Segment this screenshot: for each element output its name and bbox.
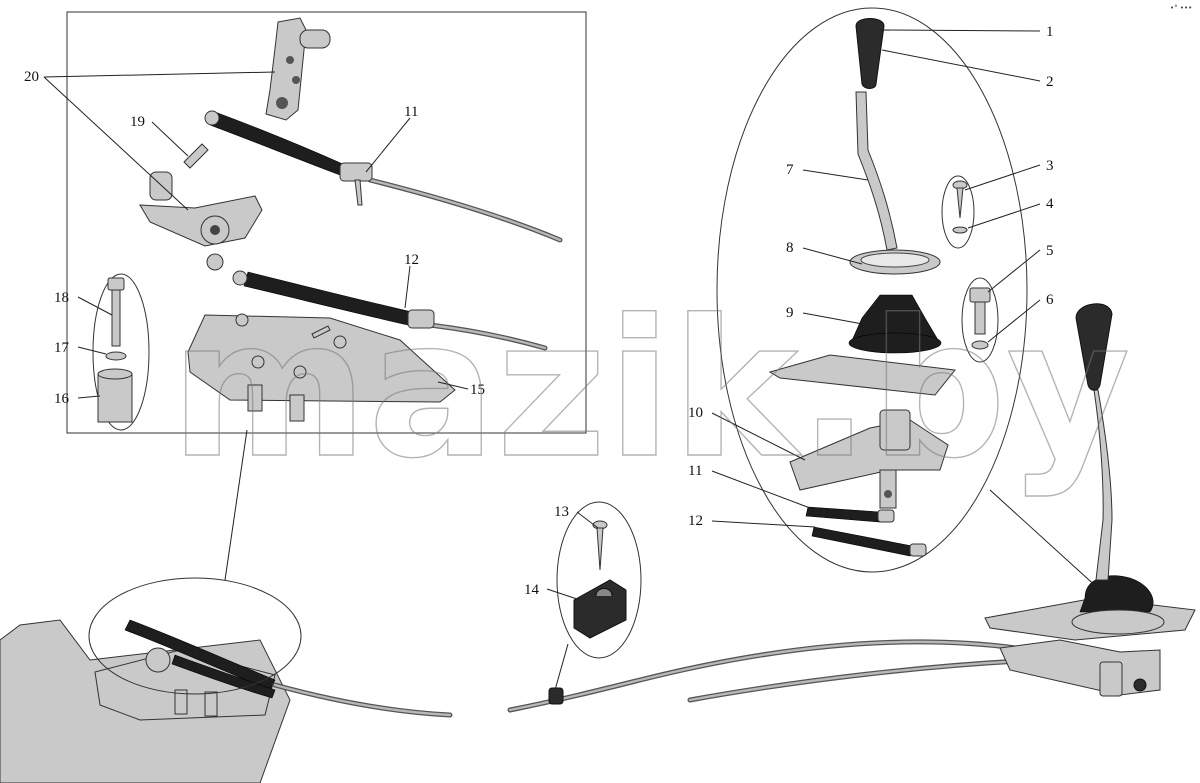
lever-plate-assembly [139,171,263,271]
label-16: 16 [54,391,70,407]
part-8-ring [849,249,941,275]
label-10: 10 [688,405,703,421]
label-12-right: 12 [688,513,703,529]
label-3: 3 [1046,158,1054,174]
part-14-clamp [573,579,627,639]
part-19-pin [183,143,209,169]
corner-mark: •° ••• [1170,4,1192,12]
detail-oval-3-4 [941,175,975,249]
part-11-cable-right [805,506,895,523]
label-1: 1 [1046,24,1054,40]
part-7-shift-lever [855,91,898,251]
part-13-screw [592,520,608,571]
installed-oval-left [88,577,302,695]
label-13: 13 [554,504,569,520]
label-19: 19 [130,114,145,130]
label-12-left: 12 [404,252,419,268]
part-9-rubber-boot [848,294,942,354]
detail-oval-exploded [716,7,1028,573]
part-11-upper-cable [204,110,563,243]
part-16-sleeve [97,368,133,423]
part-1-shift-knob [855,18,885,89]
label-8: 8 [786,240,794,256]
label-18: 18 [54,290,69,306]
part-5-bolt [969,287,991,335]
connector-line-left [224,429,248,581]
detail-oval-13-14 [556,501,642,659]
label-14: 14 [524,582,540,598]
connector-line-right [989,489,1101,591]
part-4-washer [952,226,968,234]
part-number-labels: 1 2 3 4 5 6 7 8 9 10 11 12 13 14 15 16 1… [24,24,1054,598]
label-17: 17 [54,340,70,356]
part-18-bolt [107,277,125,347]
part-6-washer [971,340,989,350]
leader-lines [43,29,1041,601]
detail-oval-5-6 [961,277,999,363]
watermark-text: mazik.by [170,279,1130,500]
label-11-right: 11 [688,463,702,479]
label-4: 4 [1046,196,1054,212]
installed-view-right [507,303,1196,713]
detail-oval-16-18 [92,273,150,431]
installed-view-left [0,619,453,783]
part-17-washer [105,351,127,361]
part-20-lever-bracket [265,17,331,121]
part-10-bracket [789,409,949,509]
part-12-lower-cable [232,270,548,351]
mounting-plate [768,354,956,396]
label-6: 6 [1046,292,1054,308]
label-11-left: 11 [404,104,418,120]
label-7: 7 [786,162,794,178]
label-20: 20 [24,69,39,85]
part-15-base-plate [187,313,456,422]
connector-line-clamp [554,643,569,691]
part-3-screw [952,180,968,219]
label-5: 5 [1046,243,1054,259]
label-15: 15 [470,382,485,398]
label-9: 9 [786,305,794,321]
detail-frame [66,11,587,434]
label-2: 2 [1046,74,1054,90]
part-12-cable-right [811,526,927,557]
